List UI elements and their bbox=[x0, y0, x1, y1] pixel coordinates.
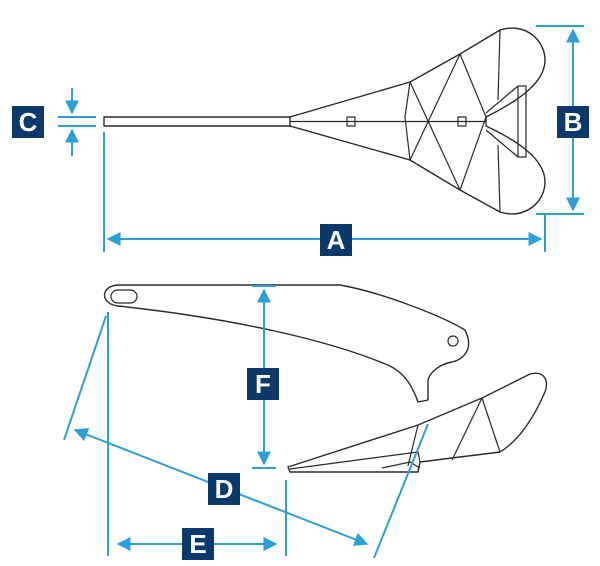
dimension-lines bbox=[58, 25, 584, 559]
pivot-hole bbox=[447, 335, 459, 347]
label-b: B bbox=[557, 106, 589, 138]
top-facet-right bbox=[459, 53, 487, 191]
anchor-side-view bbox=[103, 284, 548, 473]
label-c: C bbox=[12, 106, 44, 138]
label-e-text: E bbox=[189, 529, 206, 559]
side-fluke-toe bbox=[381, 461, 421, 469]
top-insert-2 bbox=[457, 116, 467, 127]
dim-d-ext-right bbox=[373, 423, 429, 559]
top-insert-1 bbox=[346, 116, 356, 127]
label-f: F bbox=[247, 368, 279, 400]
top-facet-cross bbox=[409, 53, 461, 191]
label-e: E bbox=[182, 528, 214, 560]
top-shank bbox=[103, 116, 295, 127]
top-rear-plate bbox=[485, 85, 527, 158]
top-facet-tips bbox=[497, 29, 501, 213]
dim-d-ext-left bbox=[63, 315, 107, 441]
label-b-text: B bbox=[564, 107, 583, 137]
side-fluke-facets bbox=[407, 397, 501, 467]
label-f-text: F bbox=[255, 369, 271, 399]
label-a-text: A bbox=[327, 225, 346, 255]
side-shank bbox=[103, 284, 470, 403]
label-d: D bbox=[208, 473, 240, 505]
label-d-text: D bbox=[215, 474, 234, 504]
shackle-hole bbox=[110, 289, 138, 304]
anchor-top-view bbox=[103, 27, 546, 215]
top-facet-left bbox=[404, 81, 411, 161]
label-c-text: C bbox=[19, 107, 38, 137]
label-a: A bbox=[320, 224, 352, 256]
